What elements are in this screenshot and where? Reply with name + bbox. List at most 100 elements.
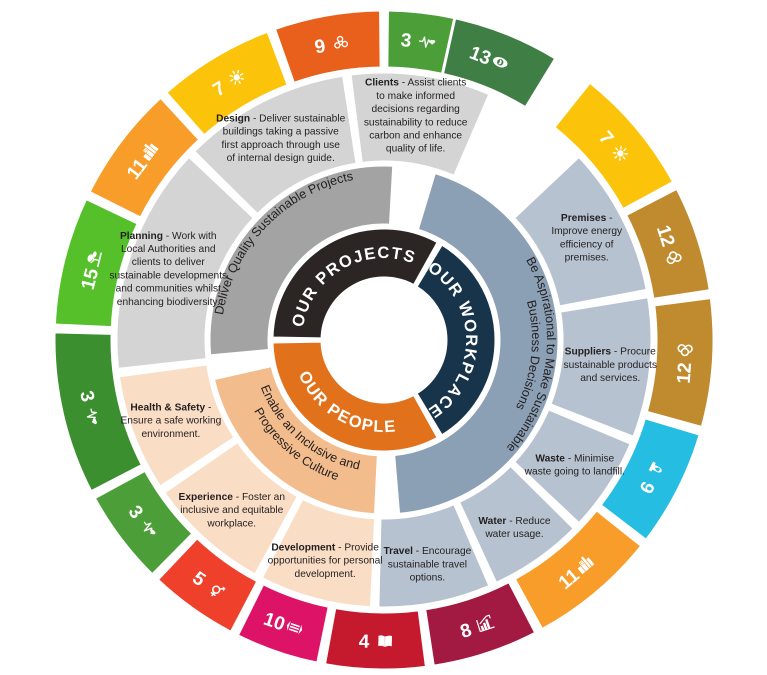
sdg-shape-4-7[interactable] bbox=[322, 605, 429, 672]
sdg-shape-10-8[interactable] bbox=[235, 581, 332, 666]
sdg-shape-3-11[interactable] bbox=[52, 330, 145, 494]
sdg-badge-7-1[interactable]: 7 bbox=[551, 79, 676, 212]
sdg-badge-10-8[interactable]: 10 bbox=[235, 581, 332, 666]
sdg-badge-3-11[interactable]: 3 bbox=[52, 330, 145, 494]
sector-shape-experience[interactable] bbox=[161, 439, 301, 578]
sdg-shape-6-4[interactable] bbox=[597, 415, 703, 543]
description-section-premises[interactable] bbox=[511, 154, 650, 309]
sdg-badge-11-5[interactable]: 11 bbox=[512, 507, 645, 632]
sdg-badge-content-12: 15 bbox=[78, 251, 103, 292]
description-section-clients[interactable] bbox=[348, 70, 492, 179]
growth-chart-icon bbox=[476, 614, 495, 633]
sdg-shape-9-15[interactable] bbox=[272, 8, 383, 86]
sdg-shape-7-14[interactable] bbox=[163, 29, 291, 139]
core-shape-workplace[interactable] bbox=[413, 241, 498, 439]
sector-shape-waste[interactable] bbox=[511, 406, 634, 526]
description-section-water[interactable] bbox=[456, 463, 577, 586]
pillar-band-workplace[interactable] bbox=[392, 170, 561, 517]
core-ring bbox=[270, 226, 498, 454]
book-icon bbox=[378, 635, 393, 647]
description-section-waste[interactable] bbox=[511, 406, 634, 526]
pillar-band-shape-workplace[interactable] bbox=[392, 170, 561, 517]
sdg-badge-content-16: 3 bbox=[400, 30, 436, 52]
gender-icon bbox=[210, 585, 226, 597]
infinity-icon bbox=[666, 251, 682, 265]
description-section-health-safety[interactable] bbox=[116, 362, 238, 490]
sdg-number-16: 3 bbox=[400, 30, 413, 52]
core-shape-projects[interactable] bbox=[270, 226, 441, 341]
sdg-badge-15-12[interactable]: 15 bbox=[52, 196, 141, 330]
city-icon bbox=[577, 556, 595, 575]
sdg-badge-11-13[interactable]: 11 bbox=[86, 94, 203, 221]
description-section-design[interactable] bbox=[191, 73, 359, 217]
sdg-shape-7-1[interactable] bbox=[551, 79, 676, 212]
sdg-shape-3-16[interactable] bbox=[385, 8, 457, 77]
pillar-band-shape-projects[interactable] bbox=[207, 163, 396, 358]
sdg-shape-12-3[interactable] bbox=[644, 295, 716, 430]
description-section-travel[interactable] bbox=[376, 501, 492, 610]
sector-shape-premises[interactable] bbox=[511, 154, 650, 309]
heartbeat-icon bbox=[86, 408, 98, 425]
pillar-band-projects[interactable] bbox=[207, 163, 396, 358]
sdg-shape-15-12[interactable] bbox=[52, 196, 141, 330]
water-drop-icon bbox=[648, 461, 662, 473]
sdg-shape-5-9[interactable] bbox=[155, 535, 261, 635]
description-section-suppliers[interactable] bbox=[547, 294, 654, 440]
pillar-band-shape-people[interactable] bbox=[211, 363, 380, 517]
sdg-badge-8-6[interactable]: 8 bbox=[422, 579, 538, 668]
sector-shape-development[interactable] bbox=[259, 496, 378, 610]
sdg-badge-5-9[interactable]: 5 bbox=[155, 535, 261, 635]
energy-sun-icon bbox=[612, 145, 628, 162]
sdg-badge-4-7[interactable]: 4 bbox=[322, 605, 429, 672]
sdg-shape-3-10[interactable] bbox=[92, 468, 196, 578]
sdg-badge-12-3[interactable]: 12 bbox=[644, 295, 716, 430]
pillar-ring bbox=[207, 163, 561, 517]
sdg-badge-3-10[interactable]: 3 bbox=[92, 468, 196, 578]
sdg-badge-content-7: 4 bbox=[359, 631, 393, 653]
description-ring bbox=[114, 70, 654, 610]
sector-shape-planning[interactable] bbox=[114, 154, 257, 372]
sdg-number-7: 4 bbox=[359, 631, 371, 652]
sector-shape-water[interactable] bbox=[456, 463, 577, 586]
sdg-badge-7-14[interactable]: 7 bbox=[163, 29, 291, 139]
description-section-experience[interactable] bbox=[161, 439, 301, 578]
sdg-number-11: 3 bbox=[75, 389, 98, 404]
core-shape-people[interactable] bbox=[270, 339, 441, 454]
sector-shape-health-safety[interactable] bbox=[116, 362, 238, 490]
sdg-shape-12-2[interactable] bbox=[623, 186, 712, 302]
sector-shape-design[interactable] bbox=[191, 73, 359, 217]
sdg-badge-3-16[interactable]: 3 bbox=[385, 8, 457, 77]
sdg-shape-11-5[interactable] bbox=[512, 507, 645, 632]
description-section-planning[interactable] bbox=[114, 154, 257, 372]
sector-shape-clients[interactable] bbox=[348, 70, 492, 179]
pillar-band-people[interactable] bbox=[211, 363, 380, 517]
sector-shape-suppliers[interactable] bbox=[547, 294, 654, 440]
industry-icon bbox=[334, 35, 348, 49]
equals-arrows-icon bbox=[286, 620, 302, 635]
sector-shape-travel[interactable] bbox=[376, 501, 492, 610]
heartbeat-icon bbox=[418, 36, 436, 48]
core-pillar-projects[interactable] bbox=[270, 226, 441, 341]
core-pillar-people[interactable] bbox=[270, 339, 441, 454]
sdg-number-15: 9 bbox=[313, 36, 327, 59]
sdg-badge-6-4[interactable]: 6 bbox=[597, 415, 703, 543]
sdg-badge-12-2[interactable]: 12 bbox=[623, 186, 712, 302]
sdg-badge-content-11: 3 bbox=[75, 389, 98, 425]
sdg-shape-11-13[interactable] bbox=[86, 94, 203, 221]
heartbeat-icon bbox=[143, 521, 156, 535]
sdg-badge-9-15[interactable]: 9 bbox=[272, 8, 383, 86]
core-pillar-workplace[interactable] bbox=[413, 241, 498, 439]
description-section-development[interactable] bbox=[259, 496, 378, 610]
sdg-badge-13-0[interactable]: 13 bbox=[432, 13, 558, 110]
